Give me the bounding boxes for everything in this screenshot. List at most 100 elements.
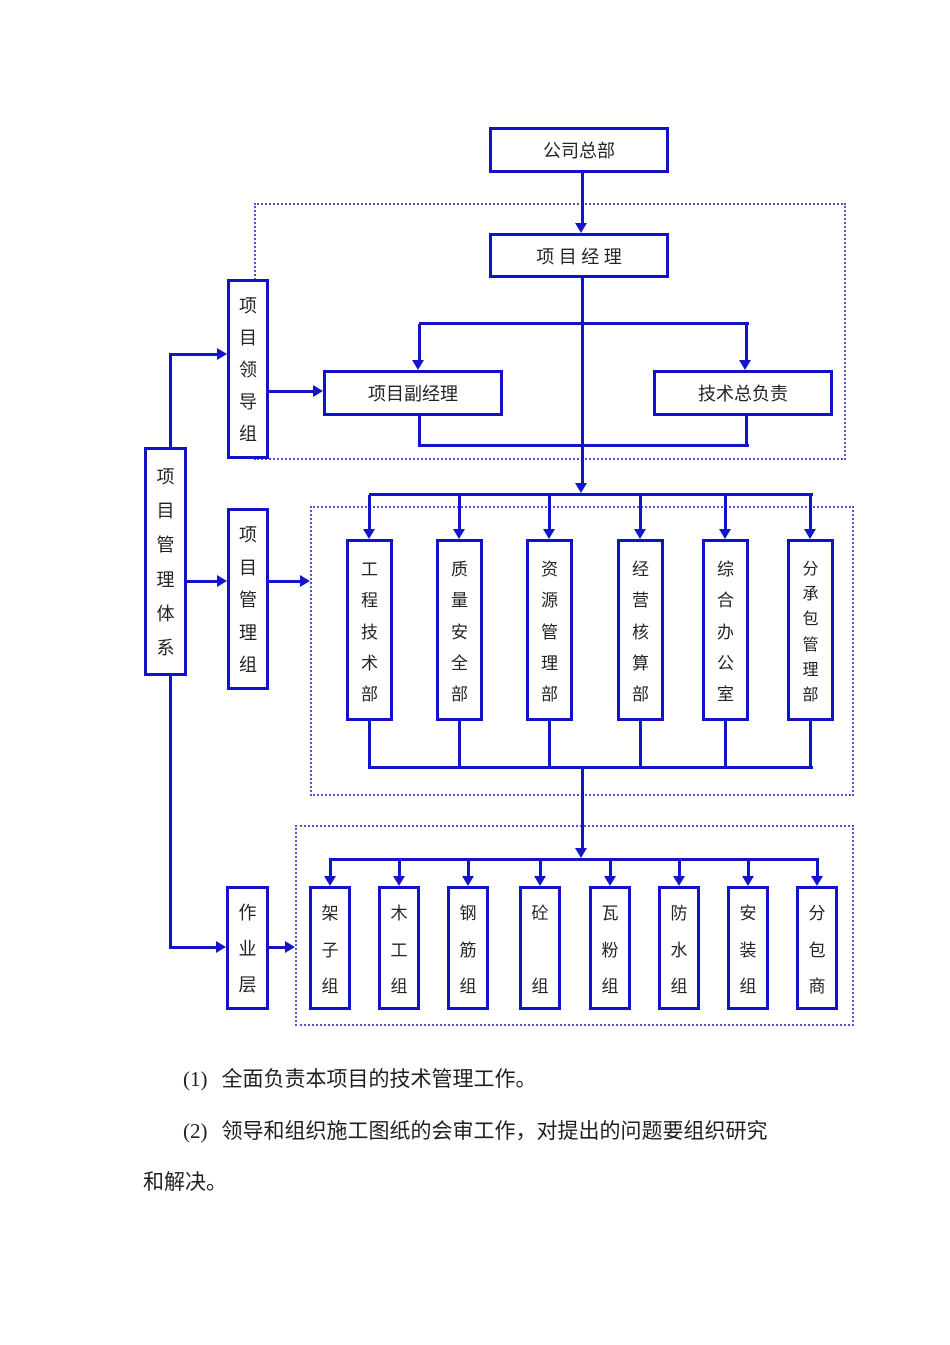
tech-lead-box: 技术总负责 bbox=[653, 370, 833, 416]
connector-line bbox=[581, 277, 584, 484]
connector-line bbox=[458, 721, 461, 769]
dept-box-subcontract-mgmt: 分承包管理部 bbox=[787, 539, 834, 721]
arrow-down-icon bbox=[575, 848, 587, 858]
paragraph-3: 和解决。 bbox=[143, 1166, 227, 1196]
crew-box-rebar: 钢筋组 bbox=[447, 886, 489, 1010]
connector-line bbox=[639, 721, 642, 769]
arrow-down-icon bbox=[575, 483, 587, 493]
arrow-down-icon bbox=[634, 529, 646, 539]
connector-line bbox=[269, 946, 286, 949]
paragraph-2: (2) 领导和组织施工图纸的会审工作，对提出的问题要组织研究 bbox=[183, 1115, 768, 1145]
dept-box-engineering-tech: 工程技术部 bbox=[346, 539, 393, 721]
deputy-manager-label: 项目副经理 bbox=[368, 384, 458, 404]
arrow-down-icon bbox=[324, 876, 336, 886]
connector-line bbox=[269, 580, 301, 583]
paragraph-1-marker: (1) bbox=[183, 1067, 208, 1091]
arrow-right-icon bbox=[285, 941, 295, 953]
connector-line bbox=[745, 324, 748, 361]
connector-line bbox=[419, 444, 749, 447]
connector-line bbox=[368, 721, 371, 769]
arrow-down-icon bbox=[804, 529, 816, 539]
connector-line bbox=[169, 676, 172, 949]
dept-box-general-office: 综合办公室 bbox=[702, 539, 749, 721]
arrow-down-icon bbox=[453, 529, 465, 539]
dept-box-resource-mgmt: 资源管理部 bbox=[526, 539, 573, 721]
arrow-down-icon bbox=[575, 223, 587, 233]
dept-box-quality-safety: 质量安全部 bbox=[436, 539, 483, 721]
connector-line bbox=[809, 495, 812, 530]
connector-line bbox=[539, 860, 542, 877]
connector-line bbox=[419, 322, 749, 325]
arrow-right-icon bbox=[300, 575, 310, 587]
connector-line bbox=[369, 493, 813, 496]
arrow-down-icon bbox=[673, 876, 685, 886]
arrow-right-icon bbox=[217, 575, 227, 587]
arrow-right-icon bbox=[217, 348, 227, 360]
crew-box-masonry-plaster: 瓦粉组 bbox=[589, 886, 631, 1010]
connector-line bbox=[418, 416, 421, 447]
connector-line bbox=[548, 721, 551, 769]
connector-line bbox=[581, 173, 584, 224]
paragraph-3-text: 和解决。 bbox=[143, 1170, 227, 1194]
paragraph-1: (1) 全面负责本项目的技术管理工作。 bbox=[183, 1063, 537, 1093]
company-hq-box: 公司总部 bbox=[489, 127, 669, 173]
connector-line bbox=[809, 721, 812, 769]
arrow-down-icon bbox=[604, 876, 616, 886]
arrow-right-icon bbox=[216, 941, 226, 953]
tech-lead-label: 技术总负责 bbox=[698, 384, 788, 404]
crew-box-concrete: 砼组 bbox=[519, 886, 561, 1010]
crew-box-waterproofing: 防水组 bbox=[658, 886, 700, 1010]
project-manager-box: 项 目 经 理 bbox=[489, 233, 669, 278]
connector-line bbox=[548, 495, 551, 530]
paragraph-2-text: 领导和组织施工图纸的会审工作，对提出的问题要组织研究 bbox=[221, 1119, 768, 1143]
operations-layer-box: 作业层 bbox=[226, 886, 269, 1010]
paragraph-2-marker: (2) bbox=[183, 1119, 208, 1143]
connector-line bbox=[458, 495, 461, 530]
crew-box-carpentry: 木工组 bbox=[378, 886, 420, 1010]
management-system-box: 项目管理体系 bbox=[144, 447, 187, 676]
arrow-down-icon bbox=[719, 529, 731, 539]
dept-box-business-accounting: 经营核算部 bbox=[617, 539, 664, 721]
arrow-down-icon bbox=[534, 876, 546, 886]
connector-line bbox=[329, 860, 332, 877]
arrow-down-icon bbox=[393, 876, 405, 886]
connector-line bbox=[724, 721, 727, 769]
connector-line bbox=[369, 766, 813, 769]
arrow-down-icon bbox=[739, 360, 751, 370]
management-group-box: 项目管理组 bbox=[227, 508, 269, 690]
connector-line bbox=[329, 858, 819, 861]
arrow-down-icon bbox=[742, 876, 754, 886]
connector-line bbox=[581, 766, 584, 849]
connector-line bbox=[639, 495, 642, 530]
connector-line bbox=[678, 860, 681, 877]
connector-line bbox=[467, 860, 470, 877]
deputy-manager-box: 项目副经理 bbox=[323, 370, 503, 416]
connector-line bbox=[169, 946, 217, 949]
connector-line bbox=[724, 495, 727, 530]
project-manager-label: 项 目 经 理 bbox=[536, 246, 622, 267]
arrow-down-icon bbox=[811, 876, 823, 886]
connector-line bbox=[169, 353, 218, 356]
connector-line bbox=[269, 390, 314, 393]
connector-line bbox=[398, 860, 401, 877]
connector-line bbox=[816, 860, 819, 877]
arrow-down-icon bbox=[543, 529, 555, 539]
leadership-group-box: 项目领导组 bbox=[227, 279, 269, 459]
crew-box-installation: 安装组 bbox=[727, 886, 769, 1010]
connector-line bbox=[169, 355, 172, 447]
crew-box-scaffolding: 架子组 bbox=[309, 886, 351, 1010]
arrow-right-icon bbox=[313, 385, 323, 397]
connector-line bbox=[187, 580, 218, 583]
arrow-down-icon bbox=[462, 876, 474, 886]
company-hq-label: 公司总部 bbox=[543, 141, 615, 161]
arrow-down-icon bbox=[363, 529, 375, 539]
arrow-down-icon bbox=[412, 360, 424, 370]
paragraph-1-text: 全面负责本项目的技术管理工作。 bbox=[221, 1067, 537, 1091]
operations-layer-frame bbox=[295, 825, 854, 1026]
crew-box-subcontractor: 分包商 bbox=[796, 886, 838, 1010]
connector-line bbox=[747, 860, 750, 877]
connector-line bbox=[745, 416, 748, 447]
connector-line bbox=[368, 495, 371, 530]
connector-line bbox=[609, 860, 612, 877]
